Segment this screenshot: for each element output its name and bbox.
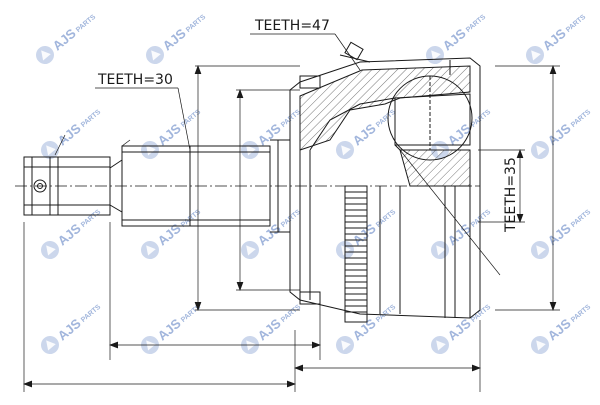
svg-text:AJS: AJS — [545, 315, 574, 343]
svg-text:AJS: AJS — [545, 120, 574, 148]
svg-text:AJS: AJS — [55, 315, 84, 343]
cotter-hole — [33, 179, 47, 193]
inner-race-section — [399, 149, 471, 187]
dimension-lines — [23, 33, 560, 392]
svg-text:AJS: AJS — [350, 315, 379, 343]
drawing-lines — [15, 33, 560, 392]
svg-text:PARTS: PARTS — [180, 108, 203, 128]
svg-text:PARTS: PARTS — [75, 13, 98, 33]
svg-text:PARTS: PARTS — [470, 108, 493, 128]
svg-text:AJS: AJS — [255, 220, 284, 248]
svg-text:PARTS: PARTS — [185, 13, 208, 33]
flange-upper — [299, 75, 321, 89]
svg-text:AJS: AJS — [255, 120, 284, 148]
svg-text:AJS: AJS — [155, 315, 184, 343]
teeth-30-label: TEETH=30 — [97, 72, 173, 88]
svg-text:AJS: AJS — [350, 120, 379, 148]
retainer-clip — [344, 41, 364, 61]
svg-text:PARTS: PARTS — [570, 208, 593, 228]
housing-outline — [289, 57, 481, 319]
svg-text:PARTS: PARTS — [375, 208, 398, 228]
teeth-47-label: TEETH=47 — [254, 18, 330, 34]
shaft-end-block — [23, 156, 111, 216]
housing-section-upper — [299, 65, 471, 151]
svg-text:PARTS: PARTS — [280, 208, 303, 228]
outer-housing — [289, 41, 481, 319]
teeth-35-label: TEETH=35 — [503, 157, 519, 233]
teeth-35-leader — [399, 149, 501, 276]
spline-section — [121, 145, 271, 227]
svg-text:PARTS: PARTS — [375, 108, 398, 128]
svg-text:PARTS: PARTS — [570, 303, 593, 323]
svg-text:PARTS: PARTS — [570, 108, 593, 128]
svg-text:AJS: AJS — [445, 315, 474, 343]
svg-text:PARTS: PARTS — [565, 13, 588, 33]
svg-text:AJS: AJS — [155, 220, 184, 248]
svg-text:PARTS: PARTS — [80, 303, 103, 323]
teeth-47-leader — [334, 33, 361, 71]
svg-text:AJS: AJS — [545, 220, 574, 248]
teeth-30-leader — [177, 87, 191, 151]
stub-shaft — [23, 139, 291, 233]
svg-text:PARTS: PARTS — [470, 208, 493, 228]
svg-text:AJS: AJS — [55, 120, 84, 148]
svg-text:AJS: AJS — [255, 315, 284, 343]
svg-text:PARTS: PARTS — [280, 303, 303, 323]
abs-ring-body — [344, 185, 368, 323]
svg-text:AJS: AJS — [155, 120, 184, 148]
watermark-text: AJS — [50, 25, 79, 53]
svg-text:PARTS: PARTS — [280, 108, 303, 128]
svg-text:PARTS: PARTS — [80, 108, 103, 128]
svg-text:AJS: AJS — [440, 25, 469, 53]
svg-text:AJS: AJS — [55, 220, 84, 248]
abs-tone-ring — [344, 185, 368, 323]
svg-text:PARTS: PARTS — [470, 303, 493, 323]
svg-text:PARTS: PARTS — [80, 208, 103, 228]
svg-text:AJS: AJS — [160, 25, 189, 53]
svg-text:AJS: AJS — [540, 25, 569, 53]
svg-text:PARTS: PARTS — [375, 303, 398, 323]
svg-text:PARTS: PARTS — [465, 13, 488, 33]
